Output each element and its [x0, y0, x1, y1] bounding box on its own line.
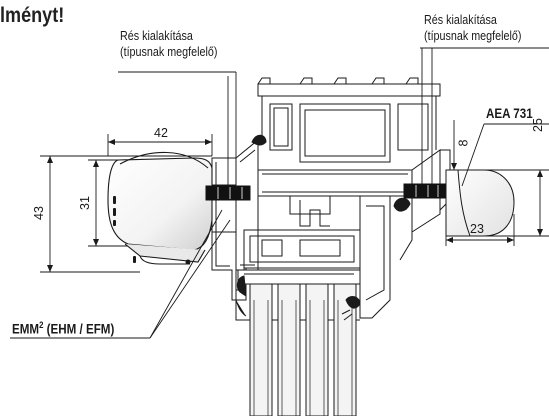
dimension-lines — [40, 120, 549, 273]
glass-spacer — [237, 269, 361, 285]
dimension-42: 42 — [154, 126, 168, 140]
gap-left-label: Rés kialakítása (típusnak megfelelő) — [120, 28, 217, 60]
dimension-8: 8 — [456, 139, 471, 147]
seal-hatch — [217, 185, 439, 199]
gap-right-label: Rés kialakítása (típusnak megfelelő) — [424, 12, 521, 44]
gaskets — [235, 134, 411, 321]
ventilator-slots — [113, 196, 191, 265]
gap-right-label-line1: Rés kialakítása — [424, 13, 497, 27]
gap-seal-blocks — [205, 183, 447, 201]
emm-label: EMM2 (EHM / EFM) — [12, 320, 114, 337]
emm-prefix: EMM — [12, 321, 40, 337]
sash-profile — [231, 77, 451, 321]
dimension-25: 25 — [530, 118, 545, 132]
gap-left-label-line2: (típusnak megfelelő) — [120, 45, 218, 59]
glass-lines — [253, 300, 353, 416]
dimension-31: 31 — [77, 196, 92, 210]
dimension-43: 43 — [31, 206, 46, 220]
aea-731-label: AEA 731 — [486, 106, 533, 121]
emm-suffix: (EHM / EFM) — [43, 321, 115, 337]
emm-superscript: 2 — [39, 320, 44, 330]
right-ventilator-body — [445, 169, 515, 237]
gap-right-label-line2: (típusnak megfelelő) — [424, 29, 522, 43]
left-ventilator-body — [107, 151, 213, 265]
gap-left-label-line1: Rés kialakítása — [120, 29, 193, 43]
leader-lines — [10, 47, 549, 339]
dimension-arrows — [47, 139, 543, 272]
page-title: lményt! — [0, 4, 65, 27]
dimension-23: 23 — [470, 222, 484, 236]
glazing-unit — [249, 283, 357, 416]
